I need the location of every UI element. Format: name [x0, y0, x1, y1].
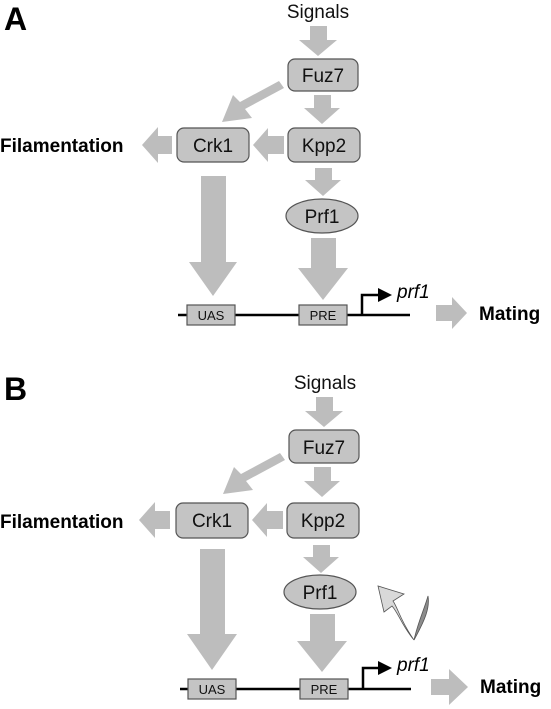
fuz7-box-a	[287, 58, 359, 92]
arrow-prf1-to-pre-a	[298, 238, 348, 300]
arrow-fuz7-to-kpp2-a	[304, 95, 340, 124]
uas-element-a	[186, 304, 236, 326]
arrow-to-mating-a	[436, 297, 467, 329]
uas-label-b: UAS	[199, 682, 226, 697]
prf1-gene-label-a: prf1	[396, 282, 430, 303]
pre-label-b: PRE	[311, 682, 338, 697]
crk1-label-a: Crk1	[193, 136, 233, 157]
feedback-arrow-tail-b	[413, 595, 429, 641]
pre-label-a: PRE	[310, 308, 337, 323]
uas-label-a: UAS	[198, 308, 225, 323]
kpp2-box-b	[286, 502, 360, 539]
arrow-prf1-to-pre-b	[297, 614, 347, 672]
arrow-fuz7-to-kpp2-b	[304, 467, 340, 497]
arrow-crk1-to-uas-b	[187, 549, 237, 670]
kpp2-box-a	[287, 127, 361, 163]
arrow-fuz7-to-crk1-b	[223, 453, 285, 494]
arrow-signals-to-fuz7-a	[299, 26, 337, 56]
prf1-protein-a	[285, 198, 359, 234]
filamentation-label-b: Filamentation	[0, 512, 124, 533]
prf1-protein-label-b: Prf1	[303, 583, 338, 604]
arrow-to-mating-b	[431, 669, 468, 705]
arrow-signals-to-fuz7-b	[305, 397, 343, 427]
crk1-box-b	[175, 502, 249, 539]
mating-label-a: Mating	[479, 304, 540, 325]
signals-label-b: Signals	[294, 373, 356, 394]
arrow-kpp2-to-crk1-a	[253, 128, 284, 162]
panel-letter-b: B	[4, 371, 27, 407]
feedback-arrow-b	[377, 585, 429, 641]
feedback-arrow-body-b	[377, 585, 415, 641]
crk1-label-b: Crk1	[192, 511, 232, 532]
arrow-kpp2-to-prf1-a	[305, 168, 341, 196]
kpp2-label-b: Kpp2	[301, 511, 345, 532]
transcription-arrowhead-b	[378, 661, 392, 675]
filamentation-label-a: Filamentation	[0, 136, 124, 157]
signals-label-a: Signals	[287, 2, 349, 23]
transcription-start-arrow-b	[361, 666, 380, 689]
crk1-box-a	[176, 127, 250, 163]
pre-element-a	[298, 304, 348, 326]
arrow-kpp2-to-crk1-b	[252, 503, 283, 537]
panel-b: B Signals Fuz7 Kpp2 Crk1 Filamentation P…	[0, 371, 541, 705]
arrow-fuz7-to-crk1-a	[222, 81, 284, 122]
kpp2-label-a: Kpp2	[302, 136, 346, 157]
prf1-gene-label-b: prf1	[396, 655, 430, 676]
mating-label-b: Mating	[480, 677, 541, 698]
panel-letter-a: A	[4, 1, 27, 37]
fuz7-label-a: Fuz7	[302, 66, 344, 87]
fuz7-box-b	[288, 429, 360, 464]
pre-element-b	[299, 678, 349, 700]
arrow-crk1-to-uas-a	[189, 176, 237, 296]
fuz7-label-b: Fuz7	[303, 438, 345, 459]
uas-element-b	[187, 678, 237, 700]
arrow-kpp2-to-prf1-b	[303, 545, 339, 573]
arrow-crk1-to-filamentation-b	[139, 502, 170, 538]
transcription-arrowhead-a	[378, 288, 392, 302]
transcription-start-arrow-a	[360, 293, 380, 315]
panel-a: A Signals Fuz7 Kpp2 Crk1 Filamentation P…	[0, 1, 540, 329]
prf1-protein-label-a: Prf1	[305, 207, 340, 228]
prf1-protein-b	[283, 574, 357, 610]
arrow-crk1-to-filamentation-a	[142, 127, 172, 163]
